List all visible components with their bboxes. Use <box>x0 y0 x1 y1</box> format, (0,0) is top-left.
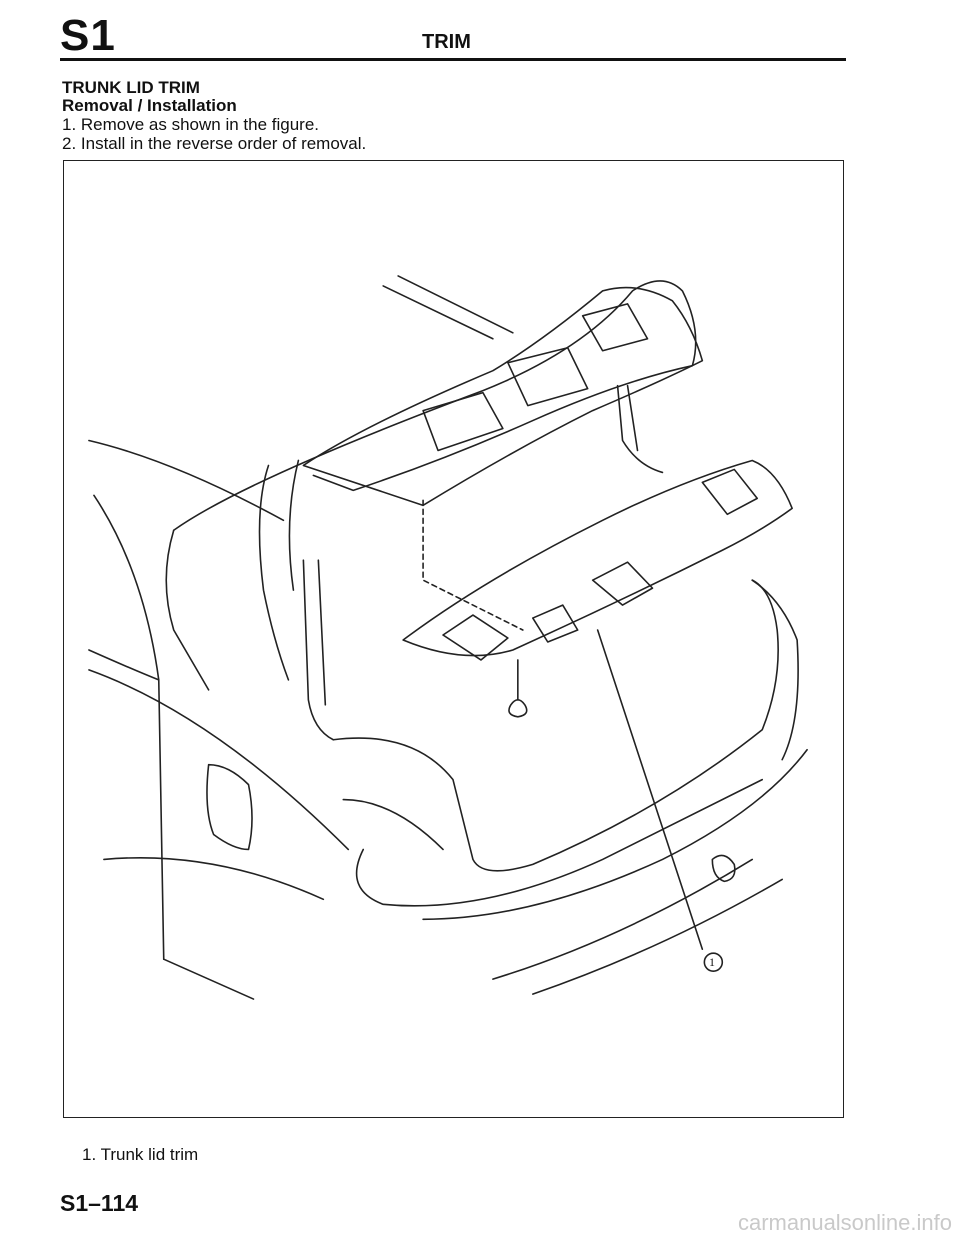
subsection-heading: Removal / Installation <box>62 96 237 115</box>
header-rule <box>60 58 846 61</box>
page-title: TRIM <box>422 31 471 53</box>
step-2: 2. Install in the reverse order of remov… <box>62 134 367 153</box>
callout-1: 1 <box>709 955 715 969</box>
trunk-lid-figure: 1 <box>63 160 844 1118</box>
trunk-illustration <box>88 275 808 1000</box>
figure-legend: 1. Trunk lid trim <box>82 1145 199 1164</box>
section-code: S1 <box>60 11 116 60</box>
step-1: 1. Remove as shown in the figure. <box>62 115 320 134</box>
watermark: carmanualsonline.info <box>737 1210 952 1235</box>
section-heading: TRUNK LID TRIM <box>62 78 200 97</box>
page-number: S1–114 <box>60 1190 139 1216</box>
